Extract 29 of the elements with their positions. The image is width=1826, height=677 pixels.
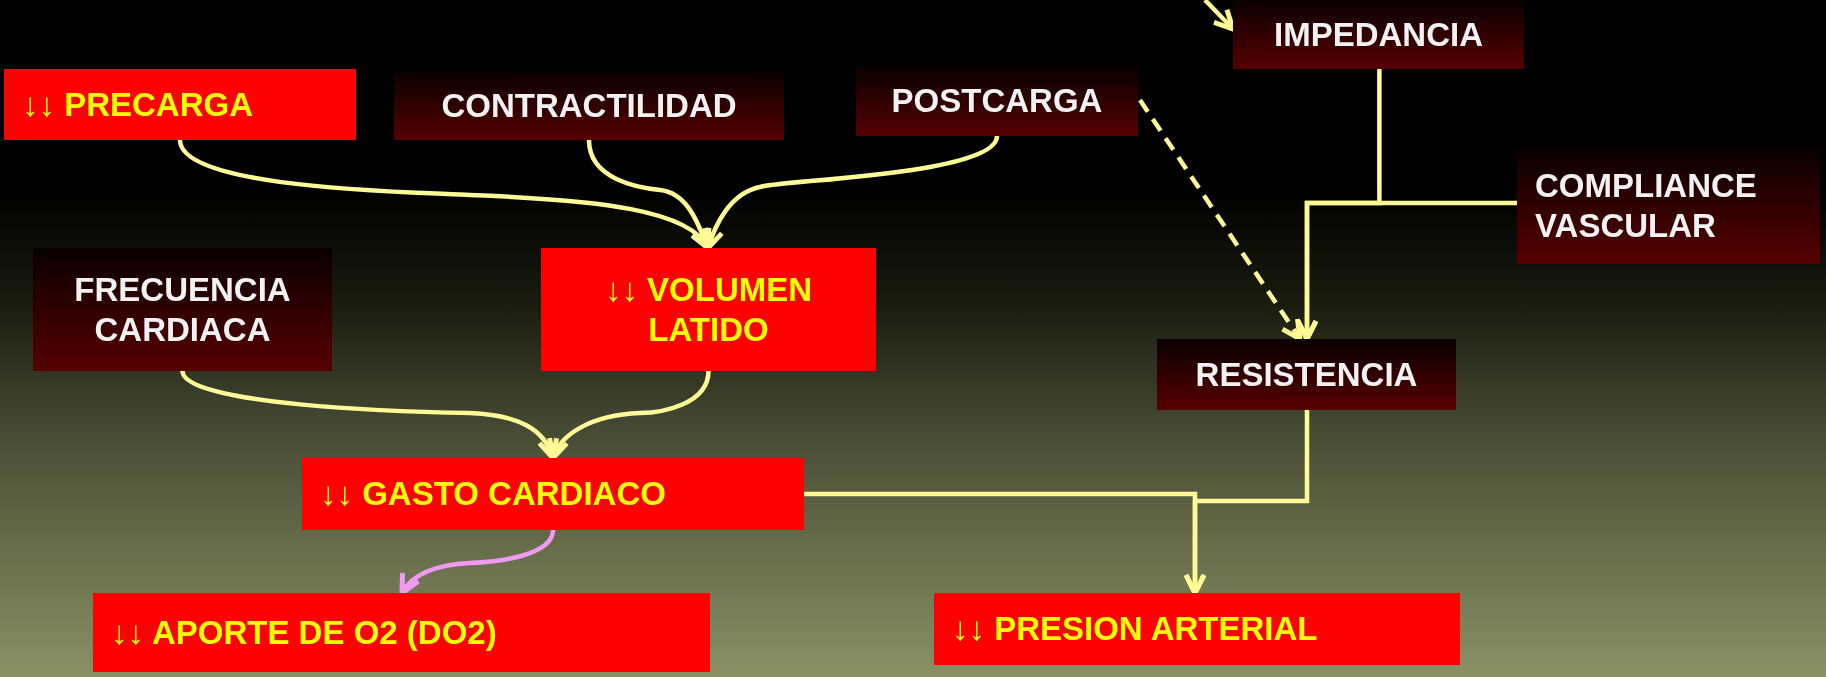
concept-box	[302, 458, 804, 530]
concept-box	[93, 593, 710, 672]
arrow	[1138, 98, 1303, 342]
arrow	[1183, 410, 1310, 596]
concept-box	[33, 248, 332, 371]
concept-box	[541, 248, 876, 371]
box-label: ↓↓ VOLUMEN LATIDO	[603, 269, 814, 350]
box-label: CONTRACTILIDAD	[441, 86, 737, 126]
concept-box	[856, 66, 1138, 136]
box-label: ↓↓ PRECARGA	[22, 84, 254, 125]
arrow	[180, 369, 558, 461]
arrow	[586, 139, 712, 251]
box-label: FRECUENCIA CARDIACA	[73, 269, 292, 350]
box-label: IMPEDANCIA	[1274, 14, 1483, 55]
concept-box	[1157, 339, 1456, 410]
box-label: ↓↓ GASTO CARDIACO	[320, 474, 666, 514]
box-label: POSTCARGA	[891, 81, 1103, 121]
box-label: ↓↓ PRESION ARTERIAL	[952, 609, 1318, 649]
arrow	[702, 135, 1000, 251]
concept-box	[4, 69, 356, 140]
concept-box	[1233, 0, 1524, 69]
arrow	[548, 370, 711, 461]
box-label: COMPLIANCE VASCULAR	[1535, 166, 1758, 246]
box-label: RESISTENCIA	[1195, 354, 1418, 395]
concept-box	[1517, 148, 1820, 264]
concept-box	[934, 593, 1460, 665]
box-label: ↓↓ APORTE DE O2 (DO2)	[111, 612, 497, 653]
arrow	[399, 529, 556, 596]
concept-box	[394, 72, 784, 140]
